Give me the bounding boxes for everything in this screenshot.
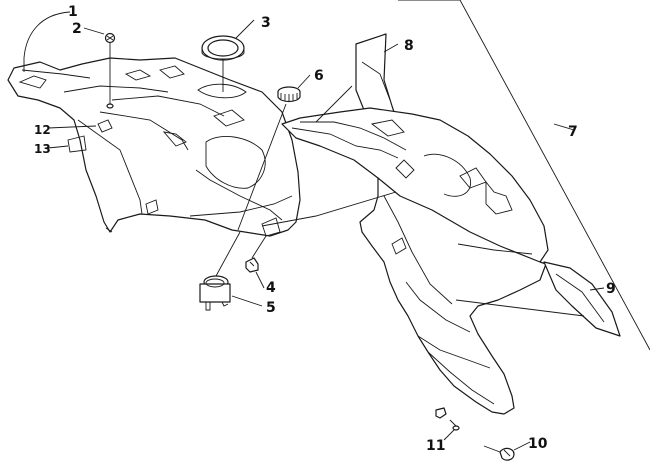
screw-part-2 (104, 32, 116, 109)
callout-7: 7 (568, 124, 578, 140)
fasteners-part-10-11 (435, 407, 515, 461)
callout-1: 1 (68, 4, 78, 20)
right-side-panel (281, 33, 549, 415)
trim-panel-part-9 (543, 261, 621, 337)
callout-11: 11 (426, 438, 445, 454)
callout-10: 10 (528, 436, 548, 452)
callout-12: 12 (34, 123, 51, 137)
gauge-ring-part-3 (201, 35, 245, 61)
callout-3: 3 (261, 15, 271, 31)
leader-lines (23, 0, 650, 451)
callout-5: 5 (266, 300, 276, 316)
callout-labels: 1 2 3 4 5 6 7 8 9 10 11 12 13 (34, 4, 616, 454)
callout-13: 13 (34, 142, 51, 156)
cap-part-6 (277, 86, 301, 103)
callout-2: 2 (72, 21, 82, 37)
connector-part-5 (199, 275, 231, 311)
callout-9: 9 (606, 281, 616, 297)
clip-part-4 (245, 257, 259, 273)
callout-8: 8 (404, 38, 414, 54)
left-dash-panel (7, 57, 301, 237)
callout-6: 6 (314, 68, 324, 84)
callout-4: 4 (266, 280, 276, 296)
decal-tabs (67, 119, 113, 153)
